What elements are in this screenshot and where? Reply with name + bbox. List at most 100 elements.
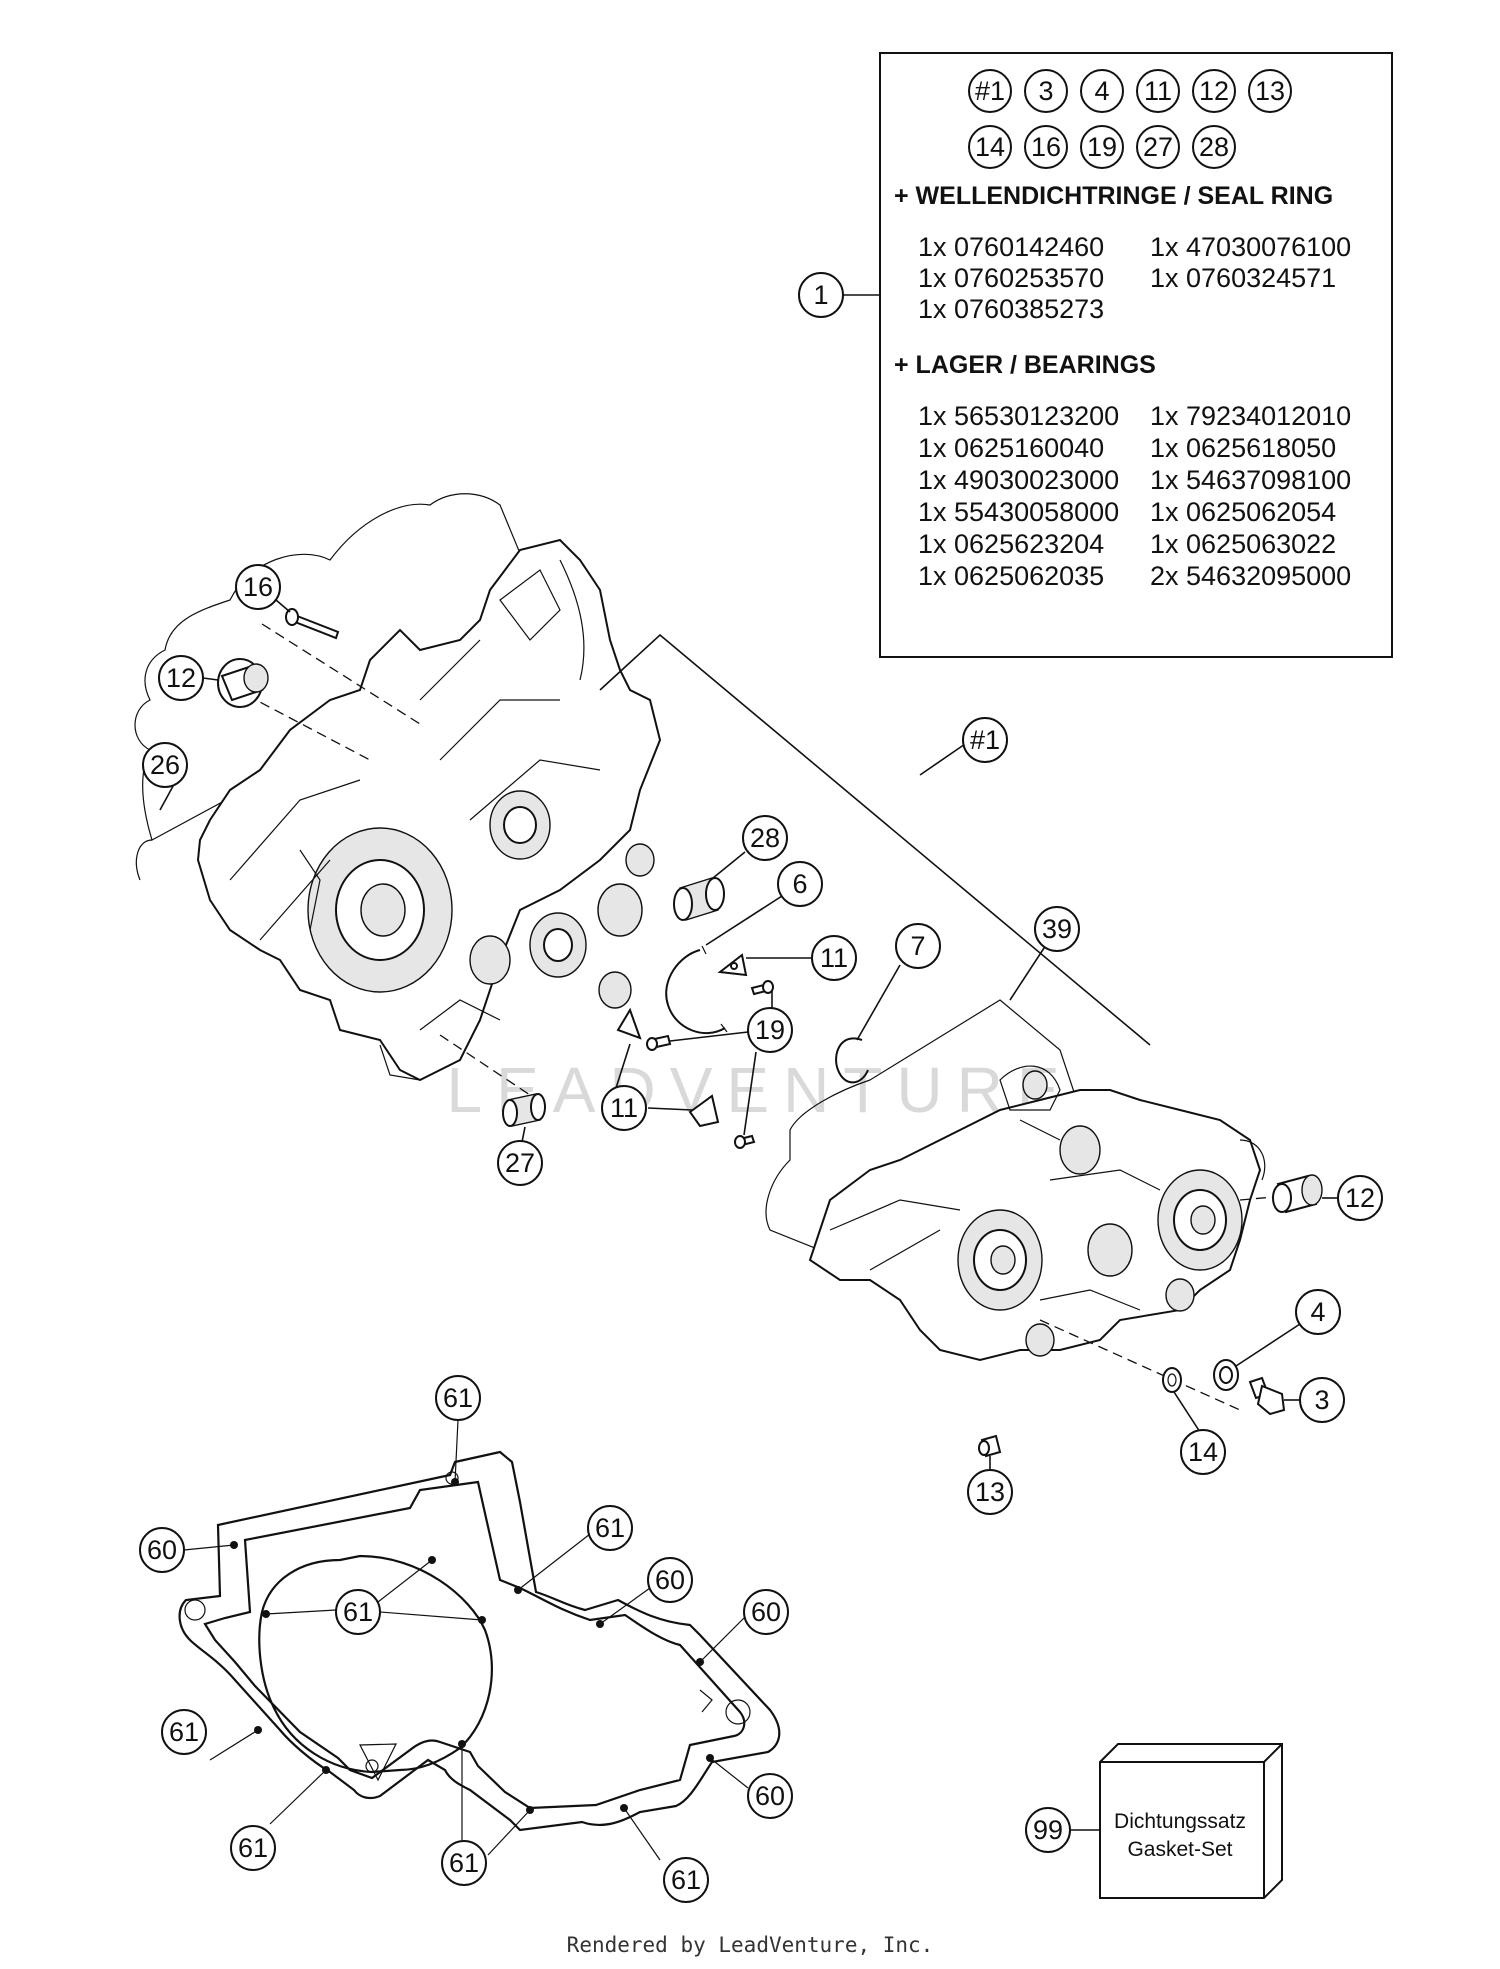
callout-13[interactable]: 13: [967, 1469, 1013, 1515]
sleeve-27: [502, 1093, 546, 1127]
callout-61-bottom-right[interactable]: 61: [663, 1857, 709, 1903]
callout-60-mid[interactable]: 60: [647, 1557, 693, 1603]
callout-11-upper[interactable]: 11: [811, 935, 857, 981]
bearing-line: 1x 0625063022: [1150, 529, 1336, 559]
callout-60-lower-right[interactable]: 60: [747, 1773, 793, 1819]
screw-19-lower: [734, 1134, 756, 1149]
plate-11-upper: [717, 953, 748, 977]
svg-text:11: 11: [820, 943, 848, 973]
kit-ref: 14: [975, 132, 1005, 162]
footer-credit: Rendered by LeadVenture, Inc.: [567, 1933, 934, 1957]
callout-61-bore[interactable]: 61: [335, 1589, 381, 1635]
svg-text:60: 60: [751, 1597, 781, 1627]
svg-text:60: 60: [755, 1781, 785, 1811]
washer-4: [1213, 1359, 1239, 1391]
kit-ref: 27: [1143, 132, 1173, 162]
callout-61-lower-left[interactable]: 61: [230, 1825, 276, 1871]
callout-4[interactable]: 4: [1295, 1289, 1341, 1335]
circlip-7: [835, 1037, 869, 1084]
svg-text:27: 27: [505, 1148, 535, 1178]
callout-60-right[interactable]: 60: [743, 1589, 789, 1635]
seal-12-right: [1272, 1174, 1323, 1214]
bearing-line: 1x 56530123200: [918, 401, 1119, 431]
callout-16[interactable]: 16: [235, 564, 281, 610]
bearing-line: 1x 49030023000: [918, 465, 1119, 495]
seal-12-left: [217, 658, 269, 708]
callout-1[interactable]: 1: [798, 272, 844, 318]
callout-99[interactable]: 99: [1025, 1807, 1071, 1853]
callout-61-upper-right[interactable]: 61: [587, 1505, 633, 1551]
callout-60-left[interactable]: 60: [139, 1527, 185, 1573]
svg-text:28: 28: [750, 823, 780, 853]
right-crankcase-half: [765, 999, 1266, 1362]
svg-text:12: 12: [166, 663, 196, 693]
callout-11-lower[interactable]: 11: [601, 1085, 647, 1131]
callout-19[interactable]: 19: [747, 1007, 793, 1053]
screw-13: [978, 1434, 1002, 1458]
callout-27[interactable]: 27: [497, 1140, 543, 1186]
svg-text:60: 60: [147, 1535, 177, 1565]
svg-text:26: 26: [150, 750, 180, 780]
seal-heading: + WELLENDICHTRINGE / SEAL RING: [894, 182, 1333, 210]
callout-hash-1[interactable]: #1: [962, 717, 1008, 763]
left-crankcase-half: [134, 493, 662, 1082]
svg-text:16: 16: [243, 572, 273, 602]
callout-12-left[interactable]: 12: [158, 655, 204, 701]
callout-6[interactable]: 6: [777, 861, 823, 907]
bearing-line: 1x 0625618050: [1150, 433, 1336, 463]
callout-3[interactable]: 3: [1299, 1377, 1345, 1423]
bearing-line: 1x 0625160040: [918, 433, 1104, 463]
callout-14[interactable]: 14: [1180, 1429, 1226, 1475]
seal-line: 1x 0760253570: [918, 263, 1104, 293]
svg-text:99: 99: [1033, 1815, 1063, 1845]
svg-text:61: 61: [595, 1513, 625, 1543]
svg-text:39: 39: [1042, 914, 1072, 944]
gasket-set-line1: Dichtungssatz: [1114, 1810, 1246, 1833]
svg-text:#1: #1: [970, 725, 1000, 755]
svg-text:1: 1: [813, 280, 828, 310]
svg-text:61: 61: [443, 1383, 473, 1413]
cylinder-base-gasket: [178, 1450, 781, 1832]
bearing-line: 2x 54632095000: [1150, 561, 1351, 591]
svg-text:61: 61: [449, 1848, 479, 1878]
kit-ref: 13: [1255, 76, 1285, 106]
drain-plug-3: [1248, 1376, 1286, 1416]
svg-text:61: 61: [238, 1833, 268, 1863]
bearing-line: 1x 0625062054: [1150, 497, 1336, 527]
kit-ref: 4: [1094, 76, 1109, 106]
seal-line: 1x 0760385273: [918, 294, 1104, 324]
svg-text:12: 12: [1345, 1183, 1375, 1213]
kit-ref-row-2: 14 16 19 27 28: [968, 125, 1236, 169]
bearing-heading: + LAGER / BEARINGS: [894, 351, 1156, 379]
callout-61-left[interactable]: 61: [161, 1709, 207, 1755]
svg-text:60: 60: [655, 1565, 685, 1595]
svg-text:14: 14: [1188, 1437, 1218, 1467]
svg-text:13: 13: [975, 1477, 1005, 1507]
svg-text:61: 61: [343, 1597, 373, 1627]
plate-11-lower: [688, 1094, 720, 1128]
svg-text:61: 61: [169, 1717, 199, 1747]
callout-26[interactable]: 26: [142, 742, 188, 788]
callout-28[interactable]: 28: [742, 815, 788, 861]
callout-7[interactable]: 7: [895, 923, 941, 969]
svg-text:6: 6: [792, 869, 807, 899]
plate-11-left: [616, 1007, 642, 1040]
kit-ref: 12: [1199, 76, 1229, 106]
svg-text:3: 3: [1314, 1385, 1329, 1415]
svg-text:61: 61: [671, 1865, 701, 1895]
seal-line: 1x 0760142460: [918, 232, 1104, 262]
kit-ref: 3: [1038, 76, 1053, 106]
callout-12-right[interactable]: 12: [1337, 1175, 1383, 1221]
oring-14: [1162, 1367, 1182, 1393]
bolt-16: [285, 608, 340, 640]
callout-39[interactable]: 39: [1034, 906, 1080, 952]
callout-61-bottom-mid[interactable]: 61: [441, 1840, 487, 1886]
svg-text:4: 4: [1310, 1297, 1325, 1327]
circlip-6: [665, 945, 728, 1034]
bearing-line: 1x 0625062035: [918, 561, 1104, 591]
kit-ref: 28: [1199, 132, 1229, 162]
kit-ref: #1: [975, 76, 1005, 106]
callout-61-top[interactable]: 61: [435, 1375, 481, 1421]
seal-line: 1x 47030076100: [1150, 232, 1351, 262]
